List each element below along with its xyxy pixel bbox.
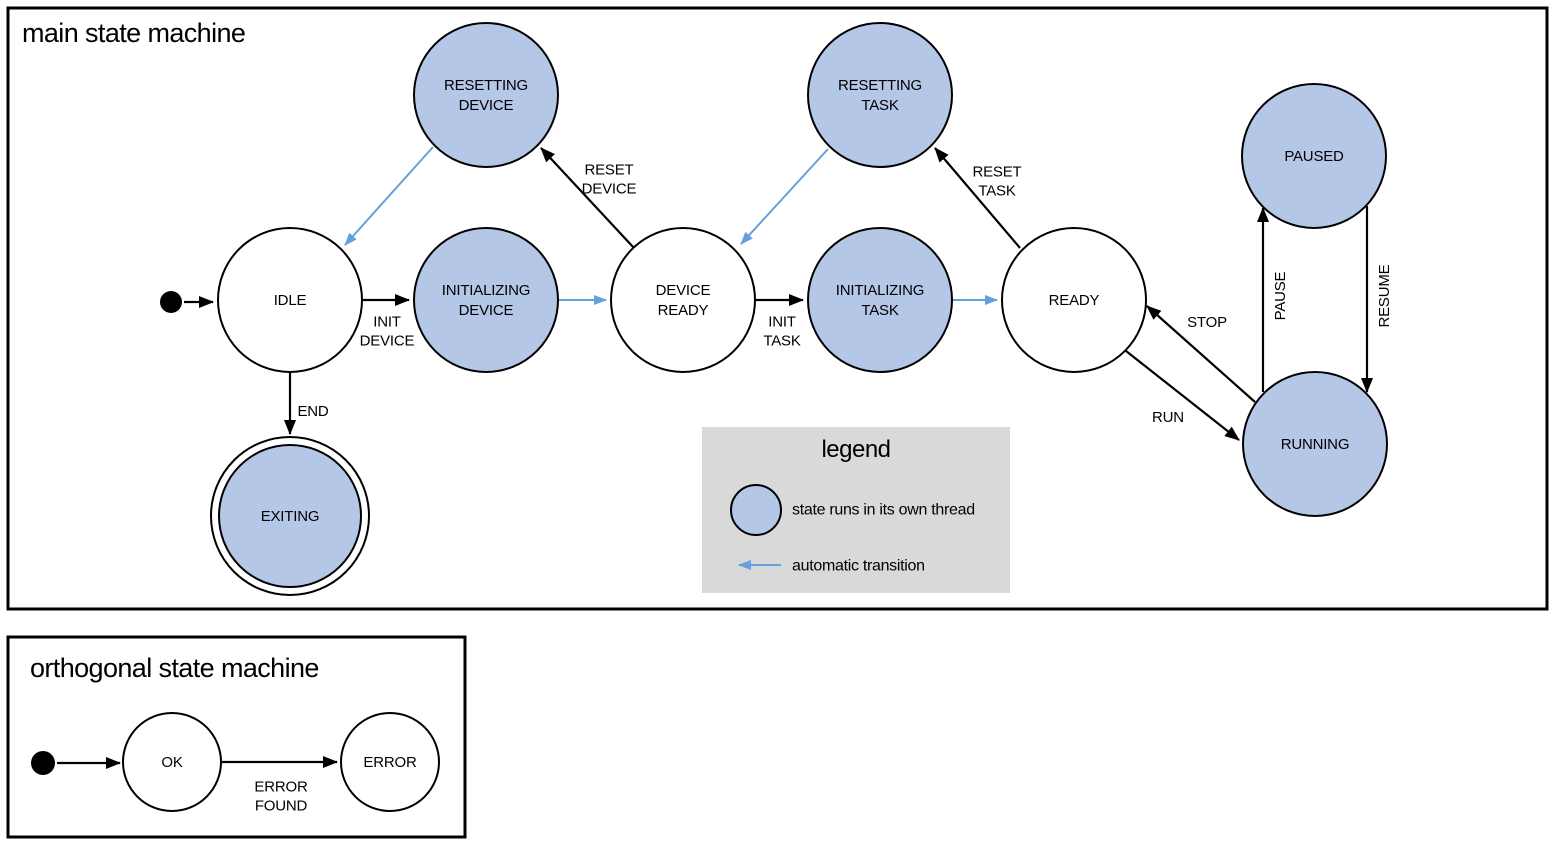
transition-label-running-to-ready-stop: STOP [1187,314,1227,331]
state-label-exiting: EXITING [261,508,320,525]
transition-label-running-to-paused-pause: PAUSE [1272,271,1289,320]
orthogonal-state-machine-frame [6,635,467,839]
state-circle-error [340,712,440,812]
state-idle: IDLE [217,227,363,373]
state-circle-initializing-task [807,227,953,373]
state-circle-ready [1001,227,1147,373]
orthogonal-states-layer: OK ERROR [31,712,440,812]
state-label-paused: PAUSED [1284,148,1344,165]
initial-state-dot [31,751,55,775]
state-circle-exiting [218,444,362,588]
legend: legend state runs in its own thread auto… [702,427,1010,593]
state-circle-resetting-task [807,22,953,168]
state-ortho-initial [31,751,55,775]
transition-running-to-ready-stop [1146,305,1256,403]
transition-ready-to-running-run [1125,350,1240,441]
state-circle-initializing-device [413,227,559,373]
main-state-machine-frame [6,6,1549,611]
initial-state-dot [160,291,182,313]
state-paused: PAUSED [1241,83,1387,229]
state-label-ready: READY [1049,292,1100,309]
legend-thread-label: state runs in its own thread [792,502,975,519]
state-exiting: EXITING [210,436,370,596]
state-ok: OK [122,712,222,812]
state-circle-resetting-device [413,22,559,168]
state-label-idle: IDLE [274,292,307,309]
legend-auto-label: automatic transition [792,558,925,575]
state-label-error: ERROR [363,754,417,771]
transition-label-paused-to-running-resume: RESUME [1376,264,1393,327]
transition-label-ready-to-running-run: RUN [1152,409,1184,426]
state-circle-running [1242,371,1388,517]
state-ready: READY [1001,227,1147,373]
legend-title: legend [821,436,890,463]
state-running: RUNNING [1242,371,1388,517]
state-label-running: RUNNING [1281,436,1350,453]
transition-ready-to-resetting-task [934,147,1021,249]
orthogonal-state-machine-title: orthogonal state machine [30,653,319,683]
state-circle-device-ready [610,227,756,373]
state-error: ERROR [340,712,440,812]
state-circle-paused [1241,83,1387,229]
thread-state-icon [730,484,782,536]
state-initial [160,291,182,313]
state-label-ok: OK [161,754,182,771]
transition-label-idle-to-exiting-end: END [297,403,328,420]
state-circle-idle [217,227,363,373]
transition-device-ready-to-resetting-device [540,147,635,249]
main-state-machine-title: main state machine [22,18,245,48]
state-circle-ok [122,712,222,812]
transition-resetting-task-to-device-ready [740,148,829,245]
transition-resetting-device-to-idle [344,146,434,246]
